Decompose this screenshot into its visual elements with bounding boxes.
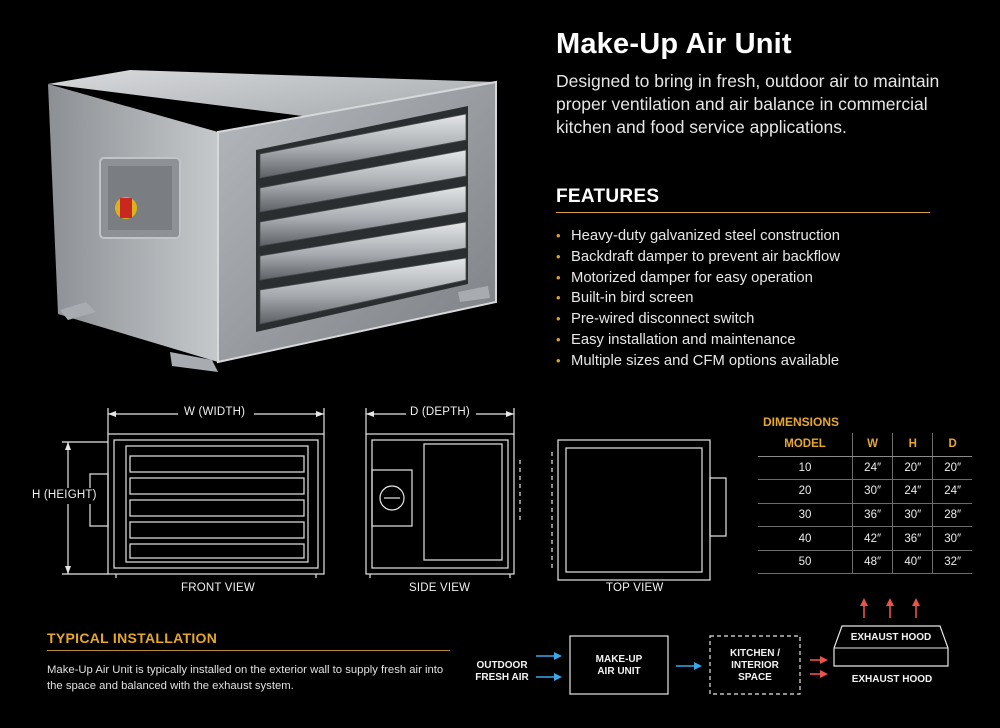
dimensions-heading: DIMENSIONS: [763, 415, 840, 429]
table-cell: 36″: [892, 526, 933, 551]
bullet-icon: •: [556, 269, 561, 285]
features-list: •Heavy-duty galvanized steel constructio…: [556, 226, 840, 372]
installation-text: Make-Up Air Unit is typically installed …: [47, 664, 444, 692]
bullet-icon: •: [556, 248, 561, 264]
top-view-label: TOP VIEW: [606, 582, 664, 594]
table-header-row: MODEL W H D: [758, 433, 972, 457]
table-row: 40 42″ 36″ 30″: [758, 526, 972, 551]
table-row: 20 30″ 24″ 24″: [758, 479, 972, 504]
feature-item: •Easy installation and maintenance: [556, 330, 840, 351]
bullet-icon: •: [556, 352, 561, 368]
table-cell: 10: [758, 456, 853, 481]
side-view-drawing: [365, 408, 515, 578]
column-header: MODEL: [758, 433, 853, 457]
make-up-air-unit-box: [569, 635, 669, 695]
table-cell: 24″: [852, 456, 893, 481]
exhaust-arrows: [810, 598, 920, 678]
kitchen-space-box: [709, 635, 801, 695]
table-cell: 30″: [892, 503, 933, 528]
table-cell: 20″: [932, 456, 972, 481]
depth-dimension-label: D (DEPTH): [410, 406, 470, 418]
product-photo: [48, 70, 497, 372]
table-cell: 30: [758, 503, 853, 528]
width-dimension-label: W (WIDTH): [184, 406, 246, 418]
table-cell: 48″: [852, 550, 893, 575]
technical-drawings: W (WIDTH) D (DEPTH) H (HEIGHT) FRONT VIE…: [28, 400, 748, 600]
intro-text: Designed to bring in fresh, outdoor air …: [556, 71, 940, 137]
table-cell: 28″: [932, 503, 972, 528]
table-cell: 36″: [852, 503, 893, 528]
table-row: 30 36″ 30″ 28″: [758, 503, 972, 528]
table-cell: 24″: [892, 479, 933, 504]
bullet-icon: •: [556, 311, 561, 327]
feature-item: •Built-in bird screen: [556, 288, 840, 309]
column-header: W: [852, 433, 893, 457]
features-heading: FEATURES: [556, 186, 660, 207]
column-header: H: [892, 433, 933, 457]
inflow-arrows: [536, 652, 702, 681]
table-cell: 40: [758, 526, 853, 551]
table-cell: 20: [758, 479, 853, 504]
installation-heading: TYPICAL INSTALLATION: [47, 630, 218, 646]
feature-item: •Motorized damper for easy operation: [556, 268, 840, 289]
bullet-icon: •: [556, 290, 561, 306]
feature-item: •Multiple sizes and CFM options availabl…: [556, 351, 840, 372]
page-title: Make-Up Air Unit: [556, 28, 792, 60]
table-cell: 30″: [932, 526, 972, 551]
table-cell: 50: [758, 550, 853, 575]
bullet-icon: •: [556, 228, 561, 243]
bullet-icon: •: [556, 331, 561, 347]
height-dimension-label: H (HEIGHT): [32, 489, 97, 501]
features-divider: [556, 212, 930, 213]
table-cell: 24″: [932, 479, 972, 504]
table-cell: 40″: [892, 550, 933, 575]
exhaust-hood-label: EXHAUST HOOD: [851, 674, 933, 685]
table-cell: 20″: [892, 456, 933, 481]
top-view-drawing: [519, 439, 727, 581]
installation-divider: [47, 650, 450, 651]
front-view-label: FRONT VIEW: [181, 582, 255, 594]
table-row: 50 48″ 40″ 32″: [758, 550, 972, 575]
table-cell: 32″: [932, 550, 972, 575]
table-row: 10 24″ 20″ 20″: [758, 456, 972, 481]
table-cell: 30″: [852, 479, 893, 504]
column-header: D: [932, 433, 972, 457]
table-cell: 42″: [852, 526, 893, 551]
dimensions-table: MODEL W H D 10 24″ 20″ 20″ 20 30″ 24″ 24…: [758, 433, 972, 575]
side-view-label: SIDE VIEW: [409, 582, 471, 594]
feature-item: •Heavy-duty galvanized steel constructio…: [556, 226, 840, 247]
exhaust-hood-inner-label: EXHAUST HOOD: [850, 632, 932, 643]
feature-item: •Pre-wired disconnect switch: [556, 309, 840, 330]
feature-item: •Backdraft damper to prevent air backflo…: [556, 247, 840, 268]
